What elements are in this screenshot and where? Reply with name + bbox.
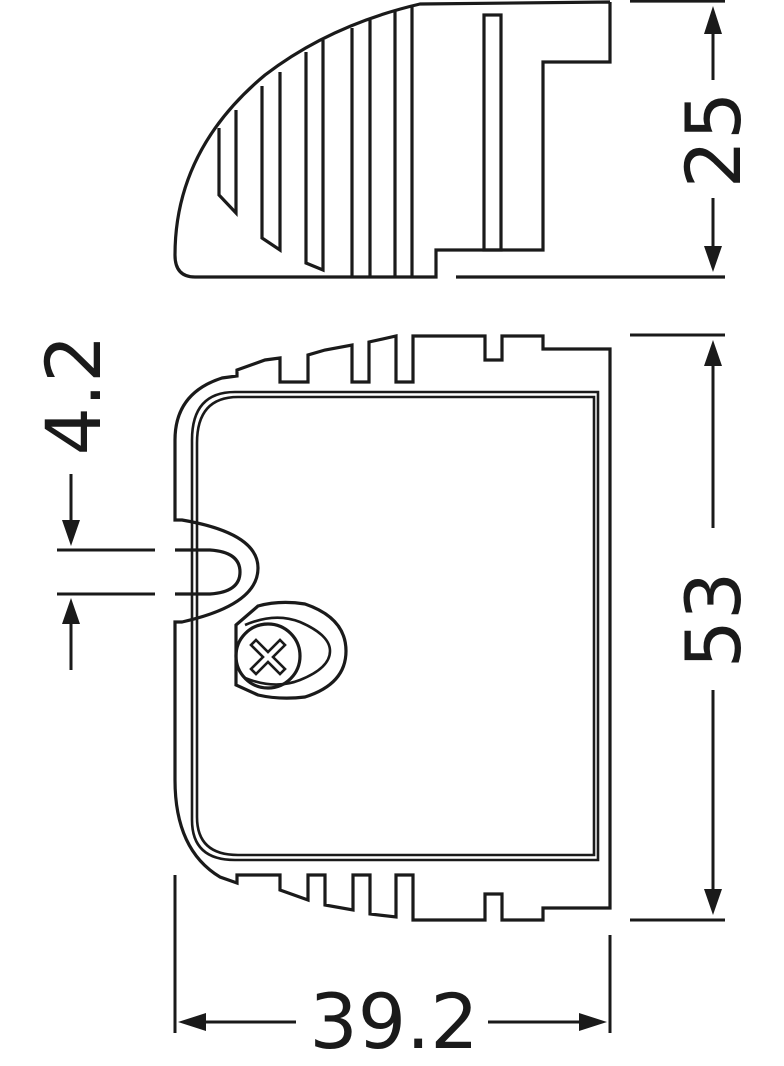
phillips-cross-icon bbox=[249, 638, 287, 676]
dimension-25-label: 25 bbox=[669, 92, 758, 189]
top-view bbox=[173, 334, 612, 922]
lid-inner bbox=[195, 395, 596, 857]
side-view bbox=[173, 0, 725, 279]
side-view-outline bbox=[173, 0, 612, 279]
dimension-25: 25 bbox=[669, 6, 758, 272]
screw bbox=[234, 600, 348, 700]
dimension-39-2-label: 39.2 bbox=[309, 977, 478, 1066]
dimension-53: 53 bbox=[630, 333, 758, 922]
side-view-slot bbox=[482, 13, 503, 252]
dimension-53-label: 53 bbox=[669, 572, 758, 669]
dimension-4-2: 4.2 bbox=[29, 335, 155, 670]
top-view-outline bbox=[173, 334, 612, 922]
dimension-4-2-label: 4.2 bbox=[29, 335, 118, 456]
side-view-fins bbox=[217, 7, 414, 277]
cable-notch bbox=[175, 548, 242, 596]
lid-outer bbox=[190, 390, 600, 862]
dimension-39-2: 39.2 bbox=[173, 875, 612, 1066]
